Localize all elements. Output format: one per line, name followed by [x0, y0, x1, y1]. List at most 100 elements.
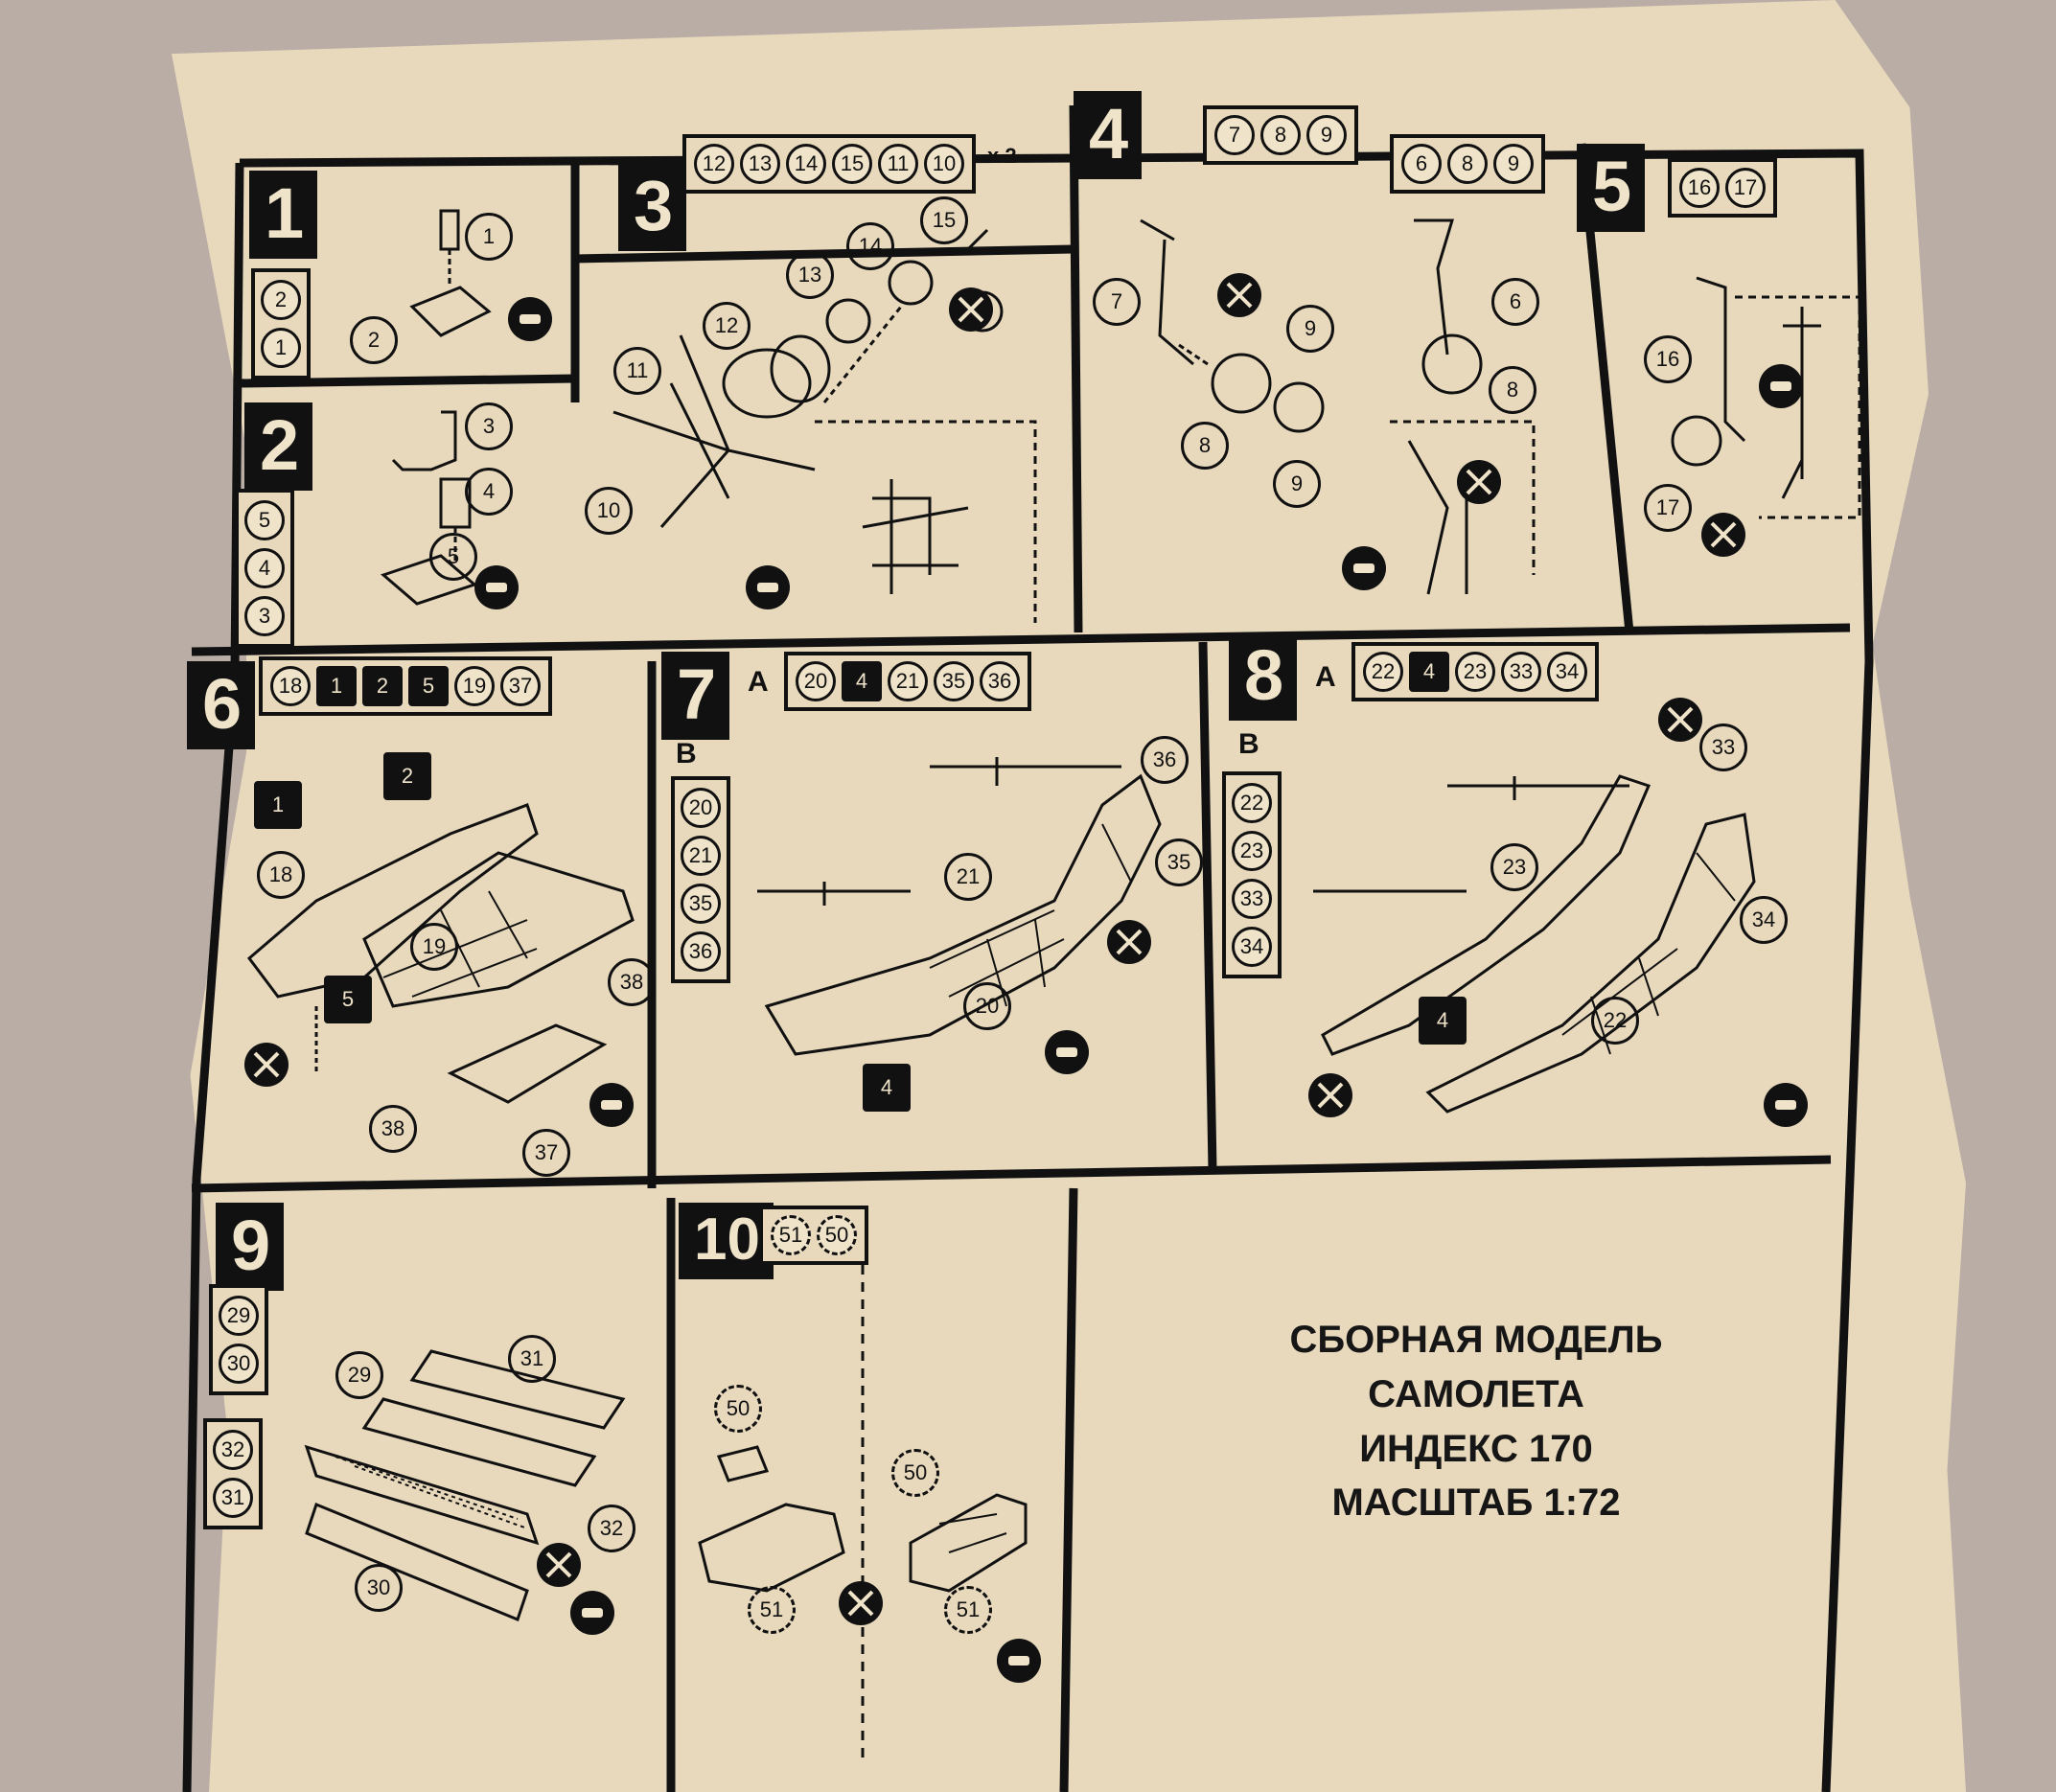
- step-number-6: 6: [187, 661, 256, 749]
- group-label-a: A: [1315, 661, 1336, 693]
- callout: 31: [508, 1335, 556, 1383]
- callout: 18: [257, 851, 305, 899]
- callout: 15: [920, 196, 968, 244]
- cut-icon: [1701, 513, 1745, 557]
- callout: 3: [465, 402, 513, 450]
- callout: 9: [1286, 305, 1334, 353]
- step-9-drawing: [304, 1349, 626, 1621]
- part-badge: 21: [681, 836, 721, 876]
- callout: 2: [383, 752, 431, 800]
- part-badge: 51: [771, 1215, 811, 1255]
- part-badge: 6: [1401, 144, 1442, 184]
- multiplier-label: x 2: [987, 144, 1017, 168]
- part-badge: 30: [219, 1344, 259, 1384]
- part-badge: 50: [817, 1215, 857, 1255]
- part-badge: 8: [1447, 144, 1488, 184]
- kit-scale: МАСШТАБ 1:72: [1331, 1482, 1621, 1525]
- group-label-b: B: [676, 738, 697, 770]
- step-number-10: 10: [679, 1203, 774, 1279]
- part-badge: 10: [924, 144, 964, 184]
- part-badge: 11: [878, 144, 918, 184]
- callout: 2: [350, 316, 398, 364]
- group-label-a: A: [748, 666, 769, 698]
- callout: 38: [608, 958, 656, 1006]
- part-badge: 21: [888, 661, 928, 701]
- group-label-b: B: [1238, 728, 1259, 760]
- callout: 11: [613, 347, 661, 395]
- part-badge: 35: [681, 884, 721, 924]
- part-badge: 9: [1306, 115, 1347, 155]
- cut-icon: [949, 287, 993, 332]
- callout: 5: [324, 976, 372, 1023]
- callout: 1: [254, 781, 302, 829]
- callout: 35: [1155, 839, 1203, 886]
- step-number-9: 9: [216, 1203, 285, 1291]
- cut-icon: [1658, 698, 1702, 742]
- step-5-parts: 16 17: [1668, 158, 1777, 218]
- callout: 21: [944, 853, 992, 901]
- step-9-parts-b: 32 31: [203, 1418, 263, 1529]
- step-8-parts-b: 22 23 33 34: [1222, 771, 1282, 978]
- step-number-5: 5: [1577, 144, 1646, 232]
- cut-icon: [1308, 1073, 1352, 1117]
- glue-icon: [746, 565, 790, 609]
- part-badge: 23: [1455, 652, 1495, 692]
- callout: 4: [1419, 997, 1467, 1045]
- part-badge: 22: [1232, 783, 1272, 823]
- part-badge: 36: [980, 661, 1020, 701]
- step-3-parts: 12 13 14 15 11 10: [682, 134, 976, 194]
- step-number-1: 1: [249, 171, 318, 259]
- step-8-drawing: [1313, 774, 1756, 1114]
- callout: 37: [522, 1129, 570, 1177]
- part-badge: 16: [1679, 168, 1720, 208]
- callout: 14: [846, 222, 894, 270]
- callout: 50: [714, 1385, 762, 1433]
- kit-title-block: СБОРНАЯ МОДЕЛЬ САМОЛЕТА ИНДЕКС 170 МАСШТ…: [1236, 1313, 1716, 1530]
- glue-icon: [1342, 546, 1386, 590]
- step-10-parts: 51 50: [759, 1206, 868, 1265]
- cut-icon: [537, 1543, 581, 1587]
- callout: 34: [1740, 896, 1788, 944]
- callout: 16: [1644, 335, 1692, 383]
- glue-icon: [508, 297, 552, 341]
- part-badge: 1: [261, 328, 301, 368]
- callout: 22: [1591, 997, 1639, 1045]
- part-badge: 5: [244, 500, 285, 540]
- cut-icon: [1107, 920, 1151, 964]
- step-7-drawing: [757, 757, 1162, 1056]
- part-badge: 3: [244, 596, 285, 636]
- callout: 4: [465, 468, 513, 516]
- callout: 38: [369, 1105, 417, 1153]
- step-8-parts-a: 22 4 23 33 34: [1351, 642, 1599, 701]
- callout: 30: [355, 1564, 403, 1612]
- callout: 6: [1491, 278, 1539, 326]
- callout: 9: [1273, 460, 1321, 508]
- callout: 8: [1181, 422, 1229, 470]
- part-badge: 33: [1232, 879, 1272, 919]
- part-badge: 2: [362, 666, 403, 706]
- step-5-drawing: [1671, 276, 1861, 519]
- step-4-parts-a: 7 8 9: [1203, 105, 1358, 165]
- step-9-parts-a: 29 30: [209, 1284, 268, 1395]
- step-1-parts: 2 1: [251, 268, 311, 379]
- part-badge: 34: [1232, 927, 1272, 967]
- callout: 12: [703, 302, 751, 350]
- part-badge: 36: [681, 931, 721, 972]
- part-badge: 17: [1725, 168, 1766, 208]
- part-badge: 33: [1501, 652, 1541, 692]
- part-badge: 7: [1214, 115, 1255, 155]
- part-badge: 37: [500, 666, 541, 706]
- kit-title-line-1: СБОРНАЯ МОДЕЛЬ: [1289, 1319, 1663, 1361]
- callout: 13: [786, 251, 834, 299]
- step-number-8: 8: [1229, 632, 1298, 721]
- callout: 50: [891, 1449, 939, 1497]
- part-badge: 20: [681, 788, 721, 828]
- part-badge: 20: [796, 661, 836, 701]
- part-badge: 4: [244, 548, 285, 588]
- callout: 29: [335, 1351, 383, 1399]
- step-7-parts-b: 20 21 35 36: [671, 776, 730, 983]
- callout: 19: [410, 923, 458, 971]
- step-6-parts: 18 1 2 5 19 37: [259, 656, 552, 716]
- part-badge: 29: [219, 1296, 259, 1336]
- callout: 1: [465, 213, 513, 261]
